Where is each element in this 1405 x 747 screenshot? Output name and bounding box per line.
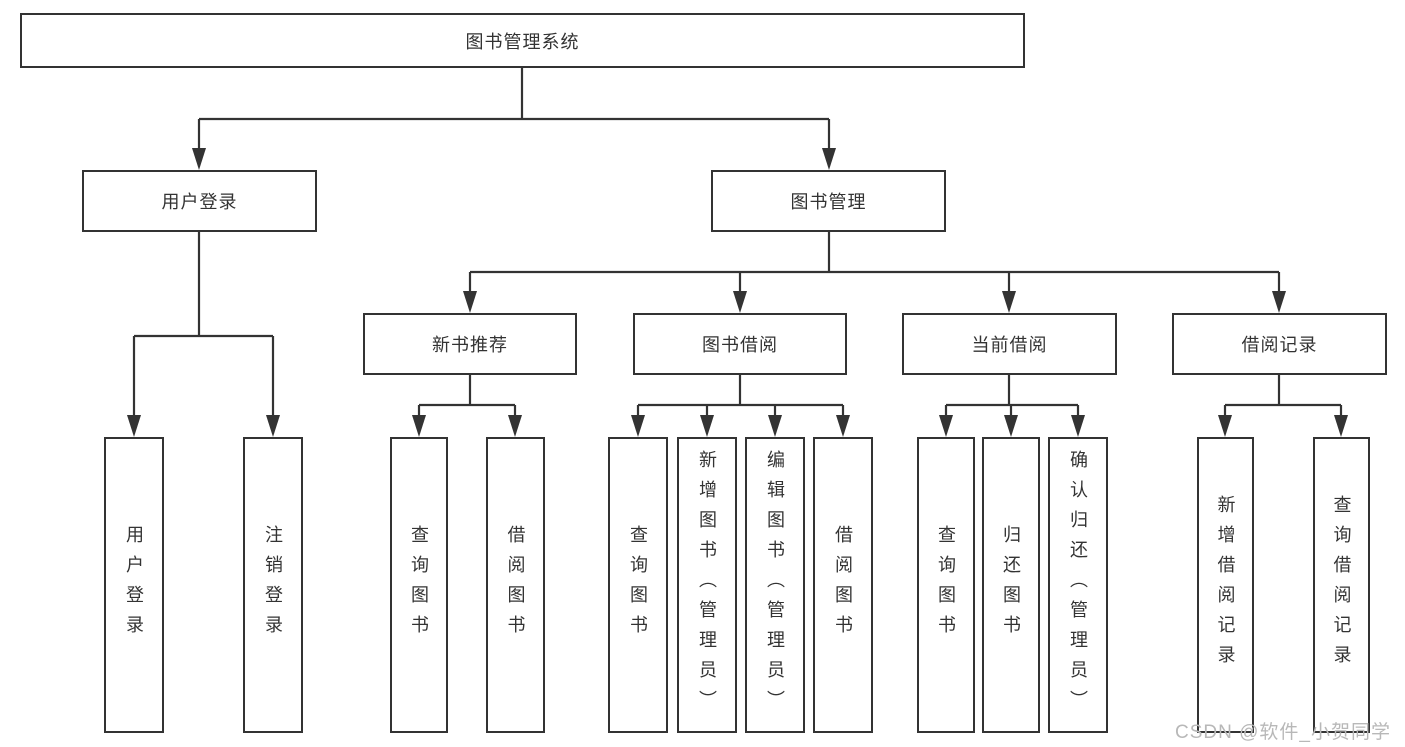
leaf-query-books-current: 查询图书 bbox=[917, 437, 975, 733]
node-book-borrowing: 图书借阅 bbox=[633, 313, 847, 375]
node-current-borrowing: 当前借阅 bbox=[902, 313, 1117, 375]
leaf-query-borrow-record: 查询借阅记录 bbox=[1313, 437, 1370, 733]
node-borrowing-records: 借阅记录 bbox=[1172, 313, 1387, 375]
leaf-edit-book-admin: 编辑图书（管理员） bbox=[745, 437, 805, 733]
leaf-return-books-label: 归还图书 bbox=[1001, 525, 1021, 645]
leaf-query-books-recommend-label: 查询图书 bbox=[409, 525, 429, 645]
leaf-user-login: 用户登录 bbox=[104, 437, 164, 733]
watermark: CSDN @软件_小贺同学 bbox=[1175, 722, 1391, 743]
leaf-borrow-books-recommend-label: 借阅图书 bbox=[505, 525, 526, 645]
leaf-confirm-return-admin-label: 确认归还（管理员） bbox=[1068, 450, 1088, 720]
leaf-add-book-admin-label: 新增图书（管理员） bbox=[697, 450, 717, 720]
leaf-add-borrow-record-label: 新增借阅记录 bbox=[1215, 495, 1236, 675]
leaf-confirm-return-admin: 确认归还（管理员） bbox=[1048, 437, 1108, 733]
node-new-book-recommendation: 新书推荐 bbox=[363, 313, 577, 375]
node-user-login: 用户登录 bbox=[82, 170, 317, 232]
leaf-borrow-books: 借阅图书 bbox=[813, 437, 873, 733]
leaf-query-books-borrow: 查询图书 bbox=[608, 437, 668, 733]
node-library-management-system: 图书管理系统 bbox=[20, 13, 1025, 68]
leaf-query-books-current-label: 查询图书 bbox=[936, 525, 956, 645]
leaf-add-borrow-record: 新增借阅记录 bbox=[1197, 437, 1254, 733]
leaf-borrow-books-label: 借阅图书 bbox=[833, 525, 853, 645]
leaf-logout-login: 注销登录 bbox=[243, 437, 303, 733]
leaf-add-book-admin: 新增图书（管理员） bbox=[677, 437, 737, 733]
node-book-management: 图书管理 bbox=[711, 170, 946, 232]
leaf-edit-book-admin-label: 编辑图书（管理员） bbox=[765, 450, 785, 720]
leaf-logout-login-label: 注销登录 bbox=[263, 525, 283, 645]
leaf-query-books-borrow-label: 查询图书 bbox=[628, 525, 648, 645]
leaf-borrow-books-recommend: 借阅图书 bbox=[486, 437, 545, 733]
leaf-query-books-recommend: 查询图书 bbox=[390, 437, 448, 733]
leaf-user-login-label: 用户登录 bbox=[124, 525, 144, 645]
leaf-query-borrow-record-label: 查询借阅记录 bbox=[1331, 495, 1352, 675]
leaf-return-books: 归还图书 bbox=[982, 437, 1040, 733]
